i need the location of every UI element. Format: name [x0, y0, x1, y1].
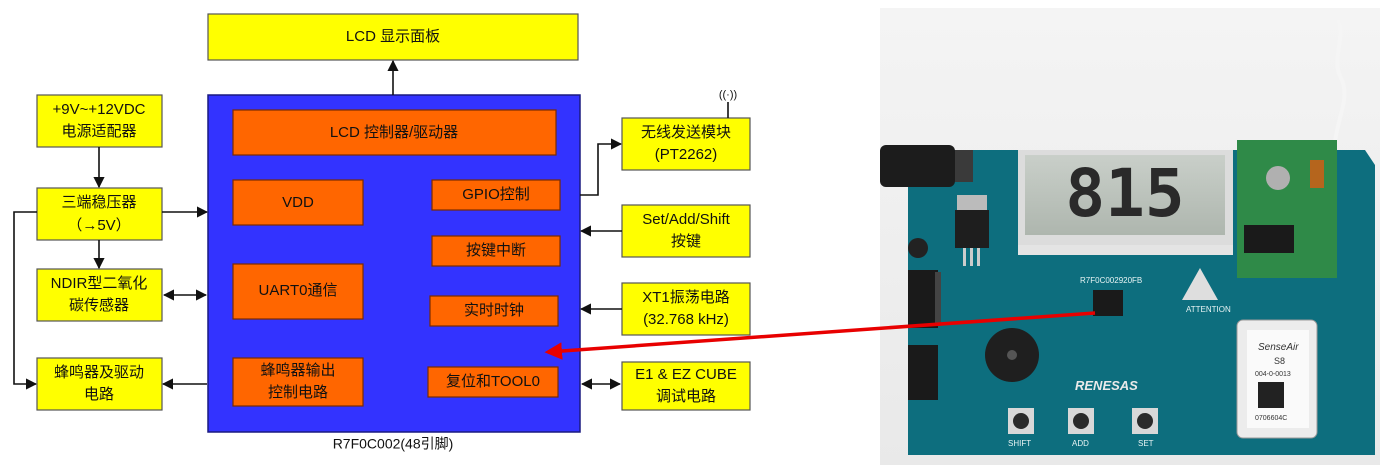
reset-tool0-label: 复位和TOOL0 [446, 372, 540, 390]
debug-label-1: E1 & EZ CUBE [635, 366, 737, 383]
rtc-label: 实时时钟 [464, 302, 524, 319]
mcu-label: R7F0C002(48引脚) [333, 436, 454, 452]
xtal-label-2: (32.768 kHz) [643, 311, 729, 328]
ndir-sensor-label-2: 碳传感器 [69, 297, 129, 314]
key-interrupt-label: 按键中断 [466, 242, 526, 259]
button-set-label: SET [1138, 439, 1154, 448]
red-pointer-arrow [544, 311, 1096, 360]
chip-mark: R7F0C002920FB [1080, 276, 1142, 285]
capacitor [908, 238, 928, 258]
lcd-glass [1025, 155, 1225, 235]
gpio-block: GPIO控制 [431, 179, 561, 211]
keys-label-1: Set/Add/Shift [642, 211, 730, 228]
wireless-module-block: 无线发送模块 (PT2262) [621, 117, 751, 171]
wireless-label-2: (PT2262) [655, 146, 718, 163]
vdd-label: VDD [282, 194, 314, 211]
lcd-controller-block: LCD 控制器/驱动器 [232, 109, 557, 156]
connectors [13, 59, 623, 390]
regulator-label-2: （→5V） [67, 217, 130, 234]
uart-label: UART0通信 [259, 282, 338, 299]
regulator-label-1: 三端稳压器 [61, 194, 136, 211]
antenna-icon: ((·)) [719, 89, 737, 101]
dc-jack [880, 145, 955, 187]
power-adapter-label-1: +9V~+12VDC [53, 101, 146, 118]
sensor-part: 004-0-0013 [1255, 371, 1291, 378]
buzzer-label-1: 蜂鸣器及驱动 [54, 364, 144, 381]
buzzer-output-label-2: 控制电路 [268, 384, 328, 401]
debug-block: E1 & EZ CUBE 调试电路 [621, 361, 751, 411]
lcd-panel-label: LCD 显示面板 [346, 27, 440, 45]
ndir-sensor-block: NDIR型二氧化 碳传感器 [36, 268, 163, 322]
uart-block: UART0通信 [232, 263, 364, 320]
button-shift-label: SHIFT [1008, 439, 1031, 448]
xtal-block: XT1振荡电路 (32.768 kHz) [621, 282, 751, 336]
arrow-gpio-to-wireless [580, 138, 623, 196]
lcd-reading: 815 [1065, 155, 1184, 232]
mcu-chip [1093, 290, 1123, 316]
key-interrupt-block: 按键中断 [431, 235, 561, 267]
sensor-serial: 0706604C [1255, 415, 1287, 422]
wireless-label-1: 无线发送模块 [641, 124, 731, 141]
buzzer-block: 蜂鸣器及驱动 电路 [36, 357, 163, 411]
block-diagram: LCD 显示面板 R7F0C002(48引脚) LCD 控制器/驱动器 VDD … [13, 13, 751, 452]
buzzer-label-2: 电路 [84, 386, 114, 403]
sensor-brand: SenseAir [1258, 342, 1299, 353]
rtc-block: 实时时钟 [429, 295, 559, 327]
board-photo: 815 R7F0C002920FB ATTENTION RENESAS SHIF… [880, 8, 1380, 465]
voltage-regulator [955, 210, 989, 248]
button-add-label: ADD [1072, 439, 1089, 448]
keys-label-2: 按键 [671, 233, 701, 250]
xtal-label-1: XT1振荡电路 [642, 289, 730, 306]
regulator-block: 三端稳压器 （→5V） [36, 187, 163, 241]
antenna-coil [1332, 19, 1347, 151]
power-adapter-block: +9V~+12VDC 电源适配器 [36, 94, 163, 148]
brand-logo: RENESAS [1075, 378, 1138, 393]
buzzer-output-block: 蜂鸣器输出 控制电路 [232, 357, 364, 407]
buzzer-output-label-1: 蜂鸣器输出 [260, 362, 335, 379]
power-adapter-label-2: 电源适配器 [61, 123, 136, 140]
lcd-panel-block: LCD 显示面板 [207, 13, 579, 61]
debug-label-2: 调试电路 [656, 388, 716, 405]
lcd-controller-label: LCD 控制器/驱动器 [330, 124, 458, 141]
pin-header-left [908, 270, 941, 400]
tact-buttons: SHIFT ADD SET [1008, 408, 1158, 448]
vdd-block: VDD [232, 179, 364, 226]
sensor-model: S8 [1274, 356, 1285, 366]
keys-block: Set/Add/Shift 按键 [621, 204, 751, 258]
esd-warning-icon [1182, 268, 1218, 300]
ndir-sensor-label-1: NDIR型二氧化 [51, 275, 148, 292]
arrow-regulator-to-buzzer [13, 211, 38, 390]
attention-label: ATTENTION [1186, 305, 1231, 314]
gpio-label: GPIO控制 [462, 186, 530, 203]
reset-tool0-block: 复位和TOOL0 [427, 366, 559, 398]
